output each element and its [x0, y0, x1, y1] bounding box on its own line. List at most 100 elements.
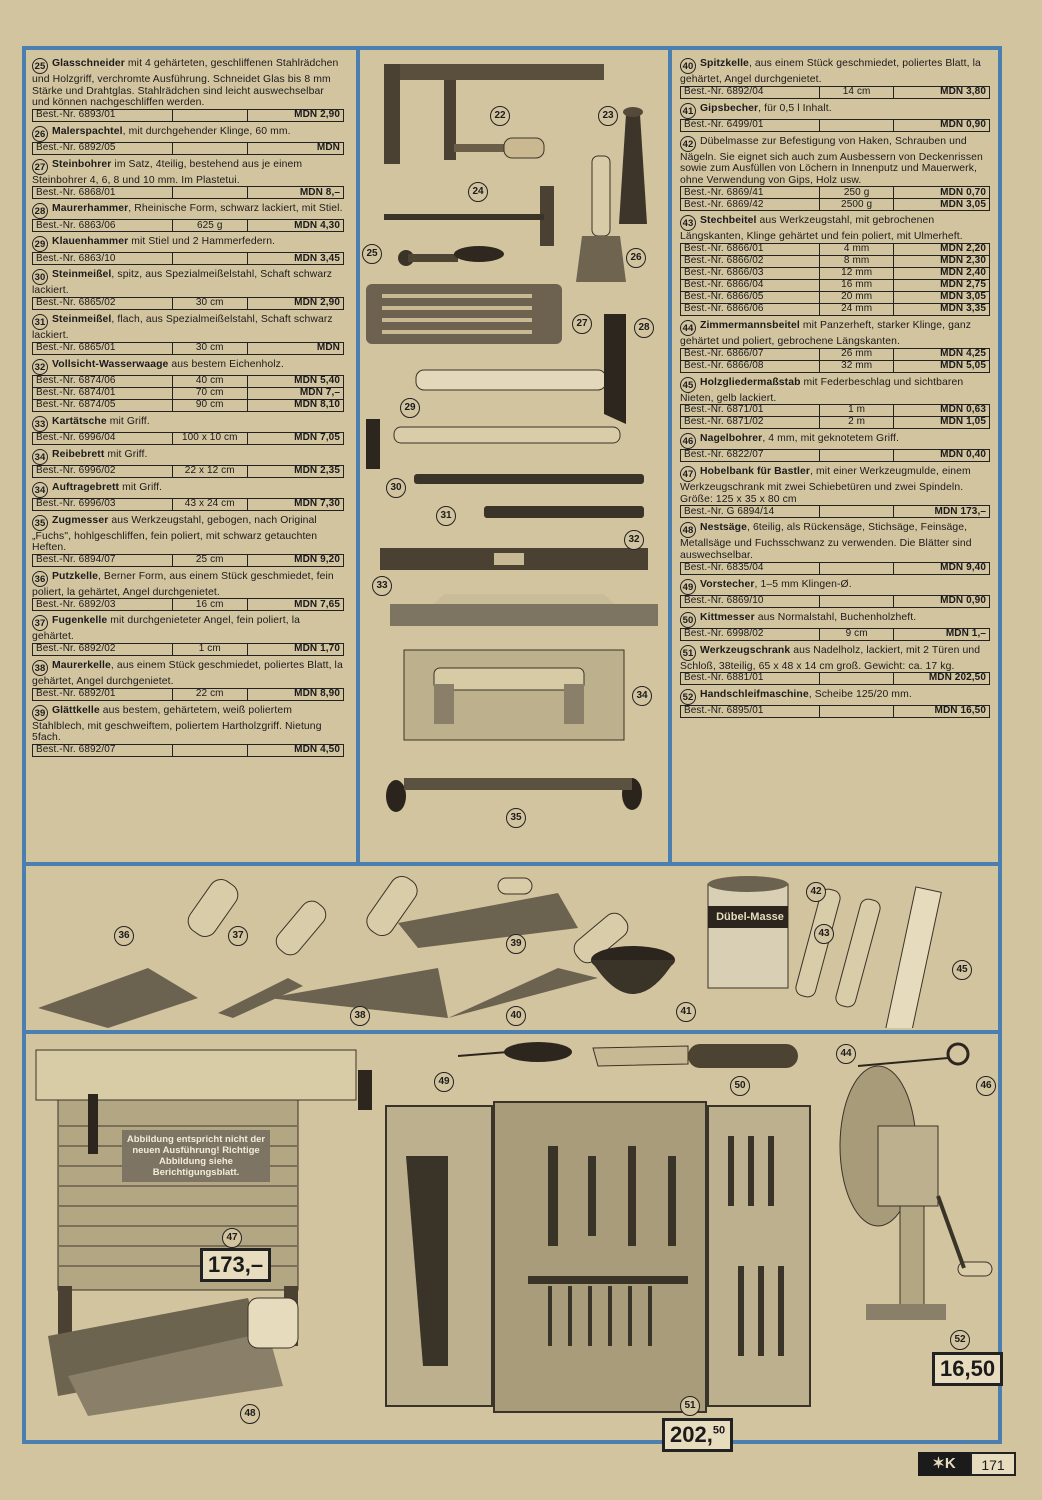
size-cell — [171, 108, 248, 122]
callout-30: 30 — [386, 478, 406, 498]
product-name: Werkzeugschrank — [700, 644, 791, 656]
product-details: , für 0,5 l Inhalt. — [758, 102, 832, 114]
order-number: Best.-Nr. 6892/04 — [679, 85, 821, 99]
order-number: Best.-Nr. 6866/08 — [679, 359, 821, 373]
page-number: 171 — [970, 1452, 1016, 1476]
product-name: Putzkelle — [52, 570, 98, 582]
size-cell: 16 mm — [819, 278, 895, 292]
product-name: Zugmesser — [52, 514, 109, 526]
price-cell: MDN 2,75 — [893, 278, 990, 292]
product-name: Dübelmasse — [700, 135, 759, 147]
product-name: Handschleifmaschine — [700, 689, 809, 701]
item-number-badge: 47 — [680, 466, 696, 483]
item-number-badge: 41 — [680, 102, 696, 119]
order-number: Best.-Nr. 6998/02 — [679, 627, 821, 641]
product-name: Holzgliedermaßstab — [700, 376, 801, 388]
size-cell: 625 g — [171, 219, 248, 233]
product-details: aus Nadelholz, lackiert, mit 2 Türen und… — [680, 644, 981, 672]
product-details: , Scheibe 125/20 mm. — [808, 689, 912, 701]
size-cell: 250 g — [819, 186, 895, 200]
size-cell: 90 cm — [171, 398, 248, 412]
product-entry-52: 52 Handschleifmaschine, Scheibe 125/20 mm… — [679, 689, 990, 719]
order-number: Best.-Nr. 6996/04 — [32, 431, 173, 445]
size-cell: 1 cm — [171, 642, 248, 656]
product-details: mit durchgenieteter Angel, fein poliert,… — [32, 615, 300, 643]
item-number-badge: 52 — [680, 689, 696, 706]
size-cell — [819, 449, 895, 463]
product-name: Nagelbohrer — [700, 433, 763, 445]
item-number-badge: 48 — [680, 522, 696, 539]
item-number-badge: 27 — [32, 158, 48, 175]
callout-39: 39 — [506, 934, 526, 954]
price-cell: MDN 2,20 — [893, 242, 990, 256]
callout-51: 51 — [680, 1396, 700, 1416]
size-cell — [819, 561, 895, 575]
price-tag-47: 173,– — [200, 1248, 272, 1282]
callout-38: 38 — [350, 1006, 370, 1026]
callout-22: 22 — [490, 106, 510, 126]
item-number-badge: 38 — [32, 659, 48, 676]
size-cell: 32 mm — [819, 359, 895, 373]
price-cell: MDN 16,50 — [893, 705, 990, 719]
size-cell — [819, 705, 895, 719]
tools-illustration-middle — [366, 64, 658, 812]
product-name: Nestsäge — [700, 522, 748, 534]
order-number: Best.-Nr. 6874/01 — [32, 386, 173, 400]
size-cell — [819, 118, 895, 132]
order-number: Best.-Nr. 6868/01 — [32, 186, 173, 200]
order-number: Best.-Nr. 6866/04 — [679, 278, 821, 292]
callout-29: 29 — [400, 398, 420, 418]
product-details: , mit durchgehender Klinge, 60 mm. — [122, 125, 291, 137]
item-number-badge: 34 — [32, 481, 48, 498]
order-number: Best.-Nr. 6822/07 — [679, 449, 821, 463]
size-cell: 1 m — [819, 404, 895, 418]
callout-24: 24 — [468, 182, 488, 202]
price-cell: MDN — [246, 141, 345, 155]
callout-33: 33 — [372, 576, 392, 596]
price-cell: MDN 173,– — [893, 505, 990, 519]
price-51-cents: 50 — [712, 1424, 726, 1437]
order-number: Best.-Nr. 6881/01 — [679, 672, 821, 686]
product-details: zur Befestigung von Haken, Schrauben und… — [680, 135, 983, 186]
price-cell: MDN 2,90 — [246, 296, 345, 310]
size-cell: 9 cm — [819, 627, 895, 641]
callout-23: 23 — [598, 106, 618, 126]
trowels-illustration — [38, 875, 942, 1028]
callout-32: 32 — [624, 530, 644, 550]
size-cell: 30 cm — [171, 341, 248, 355]
item-number-badge: 44 — [680, 319, 696, 336]
product-details: aus Normalstahl, Buchenholzheft. — [754, 611, 917, 623]
size-cell: 12 mm — [819, 266, 895, 280]
price-47: 173,– — [208, 1252, 264, 1277]
size-cell — [819, 505, 895, 519]
size-cell: 25 cm — [171, 553, 248, 567]
